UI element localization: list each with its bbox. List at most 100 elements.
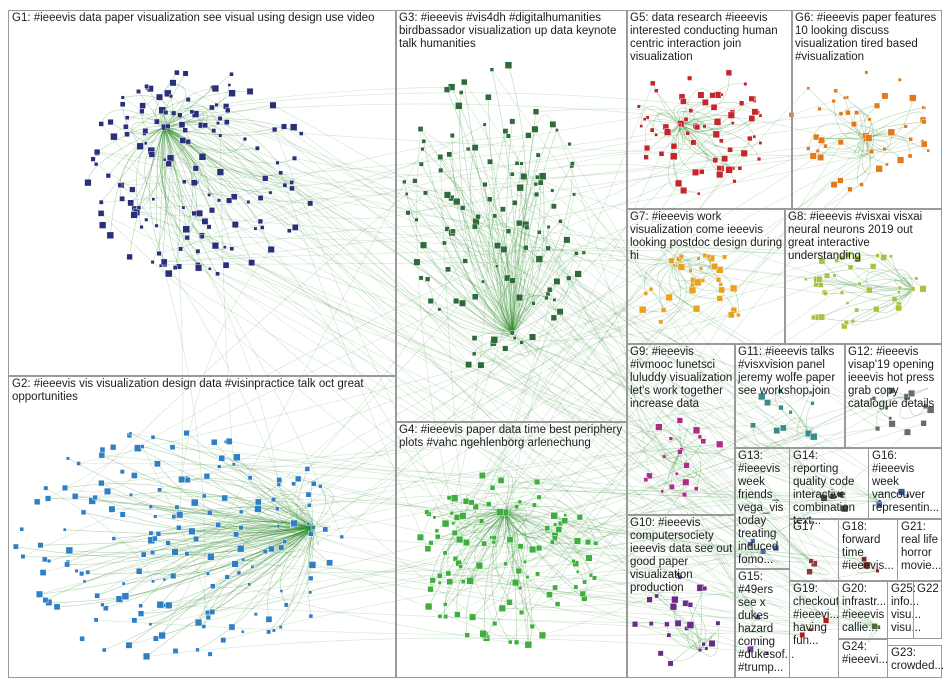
edge — [554, 465, 687, 588]
edge — [152, 527, 314, 582]
edge — [430, 512, 506, 590]
edge — [181, 249, 272, 480]
vertex-g5 — [670, 142, 678, 150]
edge — [188, 99, 448, 196]
vertex-g3 — [519, 340, 524, 345]
edge — [440, 170, 513, 333]
edge — [511, 111, 537, 333]
group-label-g25: G25: info... visu... visu... — [891, 583, 922, 634]
vertex-g4 — [554, 601, 561, 607]
edge — [677, 107, 718, 124]
edge — [125, 126, 165, 143]
edge — [122, 104, 165, 134]
vertex-g13 — [760, 548, 767, 555]
vertex-g2 — [231, 462, 236, 467]
edge — [164, 126, 290, 231]
vertex-g11 — [764, 399, 771, 406]
vertex-g10 — [704, 646, 709, 651]
vertex-g11 — [773, 427, 781, 434]
vertex-g2 — [266, 629, 272, 635]
vertex-g7 — [648, 287, 654, 292]
edge — [111, 508, 314, 528]
edge — [474, 226, 515, 333]
vertex-g8 — [910, 286, 916, 292]
vertex-g2 — [137, 610, 145, 617]
edge — [500, 230, 513, 333]
group-label-g20: G20: infrastr... #ieeevis callie... — [842, 583, 887, 634]
edge — [273, 527, 314, 631]
vertex-g4 — [512, 579, 520, 587]
edge — [268, 527, 314, 633]
vertex-g1 — [98, 199, 104, 205]
edge — [504, 504, 535, 517]
edge — [853, 105, 878, 139]
edge — [164, 126, 221, 173]
group-label-g14: G14: reporting quality code interactive … — [793, 450, 856, 527]
edge — [100, 213, 495, 543]
vertex-g4 — [443, 614, 449, 619]
vertex-g9 — [700, 438, 707, 444]
vertex-g8 — [834, 258, 839, 263]
edge — [191, 111, 689, 624]
edge — [113, 136, 292, 183]
vertex-g9 — [655, 423, 663, 431]
edge — [466, 151, 872, 543]
edge — [152, 437, 314, 528]
vertex-g2 — [339, 534, 344, 539]
vertex-g5 — [680, 187, 688, 195]
edge — [503, 177, 538, 333]
edge — [155, 513, 314, 528]
vertex-g6 — [864, 70, 869, 75]
vertex-g7 — [639, 306, 647, 314]
vertex-g1 — [199, 234, 205, 239]
vertex-g3 — [515, 294, 523, 302]
group-label-g24: G24: #ieeevi... — [842, 641, 889, 666]
edge — [584, 488, 697, 599]
vertex-g4 — [437, 573, 443, 579]
vertex-g3 — [477, 361, 485, 369]
vertex-g2 — [276, 524, 281, 529]
vertex-g2 — [104, 487, 112, 495]
vertex-g2 — [205, 571, 210, 576]
edge — [671, 265, 721, 282]
edge — [901, 277, 917, 290]
vertex-g1 — [289, 180, 294, 185]
vertex-g6 — [833, 88, 838, 94]
edge — [492, 487, 589, 544]
vertex-g15 — [747, 645, 754, 653]
edge — [191, 527, 314, 532]
edge — [445, 309, 857, 605]
edge — [168, 273, 875, 627]
vertex-g1 — [179, 137, 187, 144]
vertex-g2 — [271, 497, 276, 503]
vertex-g3 — [472, 223, 478, 230]
edge — [505, 512, 867, 566]
edge — [307, 135, 529, 470]
group-box-g24: G24: #ieeevi... — [838, 639, 888, 678]
vertex-g1 — [257, 218, 264, 225]
edge — [160, 126, 198, 252]
vertex-g4 — [593, 540, 598, 546]
vertex-g3 — [535, 152, 541, 158]
vertex-g11 — [750, 422, 756, 429]
edge — [64, 483, 314, 528]
edge — [165, 527, 314, 606]
edge — [673, 258, 691, 271]
edge — [127, 86, 452, 118]
vertex-g1 — [136, 142, 144, 150]
vertex-g13 — [750, 538, 756, 544]
vertex-g2 — [19, 527, 24, 532]
edge — [170, 158, 184, 515]
vertex-g2 — [290, 519, 298, 528]
edge — [511, 239, 568, 334]
edge — [564, 520, 865, 560]
vertex-g9 — [694, 486, 699, 491]
vertex-g2 — [36, 590, 43, 598]
vertex-g8 — [870, 263, 877, 270]
vertex-g4 — [571, 559, 576, 564]
group-box-g25: G25: info... visu... visu... — [887, 581, 922, 639]
vertex-g1 — [150, 260, 155, 265]
edge — [673, 123, 699, 194]
edge — [634, 621, 701, 651]
vertex-g4 — [592, 575, 597, 581]
